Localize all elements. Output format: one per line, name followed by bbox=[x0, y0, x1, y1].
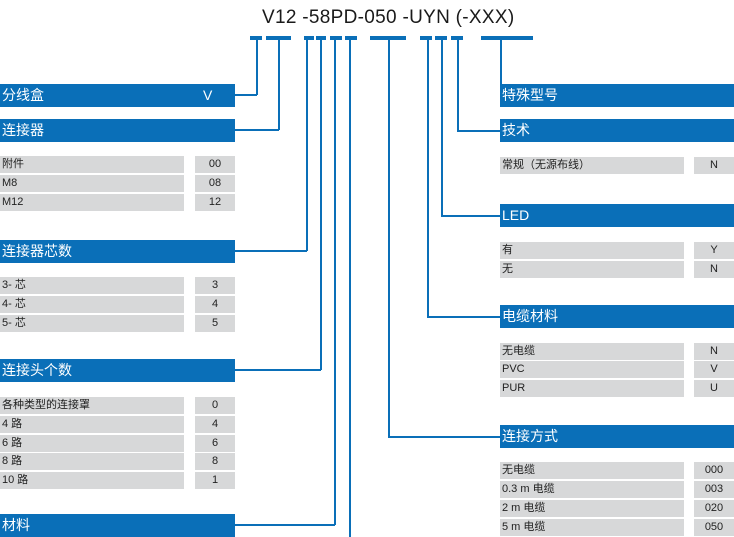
segment-underline-led bbox=[435, 36, 447, 40]
option-code: 4 bbox=[195, 296, 235, 313]
segment-underline-cable bbox=[420, 36, 432, 40]
option-row: 10 路 bbox=[0, 472, 184, 489]
connector-line bbox=[235, 369, 321, 371]
option-row: 无电缆 bbox=[500, 343, 684, 360]
segment-underline-box bbox=[250, 36, 262, 40]
option-row: PUR bbox=[500, 380, 684, 397]
header-led-label: LED bbox=[502, 207, 530, 223]
header-led: LED bbox=[500, 204, 734, 227]
connector-line bbox=[457, 40, 459, 131]
option-code: N bbox=[694, 157, 734, 174]
option-row: 5 m 电缆 bbox=[500, 519, 684, 536]
option-code: 020 bbox=[694, 500, 734, 517]
connector-line bbox=[349, 40, 351, 537]
option-row: 8 路 bbox=[0, 453, 184, 470]
connector-line bbox=[427, 40, 429, 317]
connector-line bbox=[441, 215, 500, 217]
connector-line bbox=[500, 40, 502, 96]
option-code: N bbox=[694, 343, 734, 360]
option-row: 常规（无源布线） bbox=[500, 157, 684, 174]
header-box: 分线盒 V bbox=[0, 84, 235, 107]
header-special: 特殊型号 bbox=[500, 84, 734, 107]
connector-line bbox=[235, 94, 257, 96]
option-code: Y bbox=[694, 242, 734, 259]
header-cores-label: 连接器芯数 bbox=[2, 243, 72, 259]
option-row: 4 路 bbox=[0, 416, 184, 433]
option-row: M12 bbox=[0, 194, 184, 211]
option-code: U bbox=[694, 380, 734, 397]
option-code: 050 bbox=[694, 519, 734, 536]
header-material-label: 材料 bbox=[2, 517, 30, 533]
header-heads: 连接头个数 bbox=[0, 359, 235, 382]
segment-underline-connector bbox=[266, 36, 291, 40]
option-row: 4- 芯 bbox=[0, 296, 184, 313]
segment-underline-material bbox=[330, 36, 342, 40]
option-code: 003 bbox=[694, 481, 734, 498]
connector-line bbox=[320, 40, 322, 370]
connector-line bbox=[278, 40, 280, 130]
header-tech-label: 技术 bbox=[502, 122, 530, 138]
connector-line bbox=[306, 40, 308, 251]
header-cable-material: 电缆材料 bbox=[500, 305, 734, 328]
header-connection: 连接方式 bbox=[500, 425, 734, 448]
option-code: 6 bbox=[195, 435, 235, 452]
connector-line bbox=[256, 40, 258, 95]
header-connector: 连接器 bbox=[0, 119, 235, 142]
header-box-code: V bbox=[203, 87, 213, 103]
option-code: N bbox=[694, 261, 734, 278]
segment-underline-tech bbox=[451, 36, 463, 40]
option-row: 无 bbox=[500, 261, 684, 278]
option-code: V bbox=[694, 361, 734, 378]
option-row: 无电缆 bbox=[500, 462, 684, 479]
option-code: 5 bbox=[195, 315, 235, 332]
connector-line bbox=[388, 436, 500, 438]
option-code: 0 bbox=[195, 397, 235, 414]
option-row: M8 bbox=[0, 175, 184, 192]
option-code: 12 bbox=[195, 194, 235, 211]
header-connection-label: 连接方式 bbox=[502, 428, 558, 444]
option-row: 2 m 电缆 bbox=[500, 500, 684, 517]
connector-line bbox=[427, 316, 500, 318]
option-code: 4 bbox=[195, 416, 235, 433]
segment-underline-connection bbox=[370, 36, 406, 40]
option-code: 3 bbox=[195, 277, 235, 294]
header-connector-label: 连接器 bbox=[2, 122, 44, 138]
option-code: 00 bbox=[195, 156, 235, 173]
header-tech: 技术 bbox=[500, 119, 734, 142]
header-box-label: 分线盒 bbox=[2, 87, 44, 103]
header-cable-material-label: 电缆材料 bbox=[502, 308, 558, 324]
segment-underline-special bbox=[481, 36, 533, 40]
option-row: 附件 bbox=[0, 156, 184, 173]
option-row: 有 bbox=[500, 242, 684, 259]
segment-underline-heads bbox=[316, 36, 326, 40]
option-row: 各种类型的连接罩 bbox=[0, 397, 184, 414]
segment-underline-cores bbox=[304, 36, 314, 40]
connector-line bbox=[235, 129, 279, 131]
option-row: PVC bbox=[500, 361, 684, 378]
segment-underline-material2 bbox=[345, 36, 357, 40]
header-heads-label: 连接头个数 bbox=[2, 362, 72, 378]
option-code: 000 bbox=[694, 462, 734, 479]
option-row: 6 路 bbox=[0, 435, 184, 452]
connector-line bbox=[334, 40, 336, 525]
model-code-title: V12 -58PD-050 -UYN (-XXX) bbox=[262, 7, 515, 28]
header-cores: 连接器芯数 bbox=[0, 240, 235, 263]
connector-line bbox=[441, 40, 443, 216]
connector-line bbox=[388, 40, 390, 437]
connector-line bbox=[457, 130, 500, 132]
header-special-label: 特殊型号 bbox=[502, 87, 558, 103]
option-code: 1 bbox=[195, 472, 235, 489]
option-row: 5- 芯 bbox=[0, 315, 184, 332]
option-row: 0.3 m 电缆 bbox=[500, 481, 684, 498]
option-row: 3- 芯 bbox=[0, 277, 184, 294]
option-code: 08 bbox=[195, 175, 235, 192]
header-material: 材料 bbox=[0, 514, 235, 537]
connector-line bbox=[235, 250, 307, 252]
option-code: 8 bbox=[195, 453, 235, 470]
connector-line bbox=[235, 524, 335, 526]
